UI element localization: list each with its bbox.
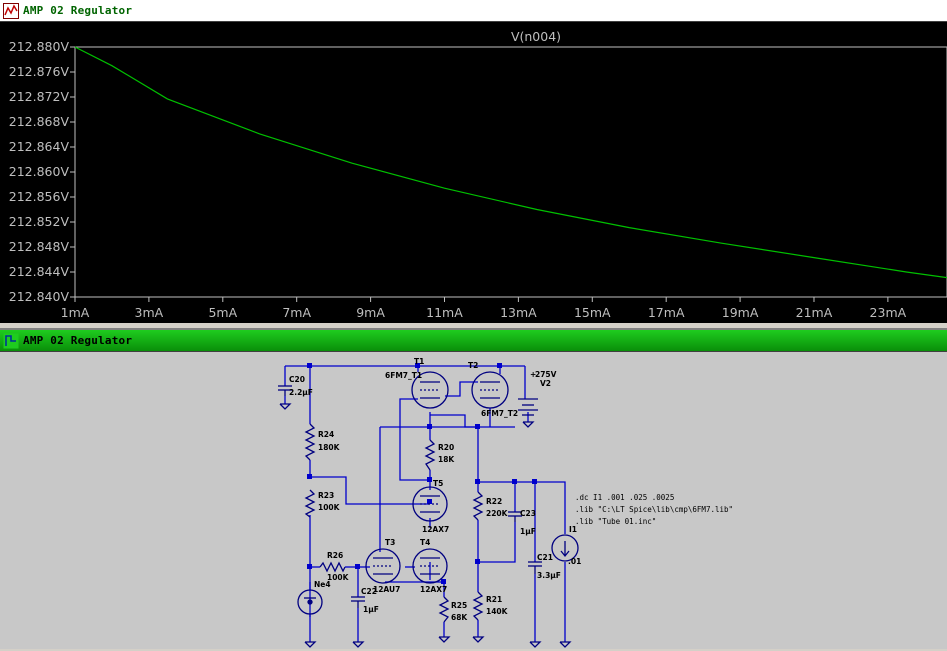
plot-area[interactable]: V(n004) 212.840V 212.844V 212.848V 212.852V… [0, 22, 947, 323]
r23-ref: R23 [318, 491, 334, 500]
resistor-r21[interactable] [472, 591, 484, 621]
wire-top-rail [284, 365, 566, 642]
t3-ref: T3 [385, 538, 395, 547]
schematic-canvas[interactable]: C20 2.2µF R24 180K R23 100K R26 100K Ne4 [0, 352, 947, 651]
x-tick-label: 3mA [135, 305, 164, 320]
voltage-source-v2[interactable] [518, 398, 538, 416]
capacitor-c23[interactable] [508, 511, 522, 522]
v2-plus: + [530, 370, 536, 379]
directive-lib-6fm7[interactable]: .lib "C:\LT Spice\lib\cmp\6FM7.lib" [575, 505, 733, 514]
tube-t1[interactable] [411, 371, 449, 409]
r25-ref: R25 [451, 601, 467, 610]
i1-ref: I1 [569, 525, 577, 534]
y-tick-label: 212.876V [9, 64, 70, 79]
c23-value: 1µF [520, 527, 536, 536]
r21-ref: R21 [486, 595, 502, 604]
y-tick-label: 212.868V [9, 114, 70, 129]
c21-ref: C21 [537, 553, 553, 562]
waveform-window-title: AMP 02 Regulator [23, 4, 133, 17]
y-tick-label: 212.848V [9, 239, 70, 254]
x-tick-label: 11mA [426, 305, 463, 320]
x-tick-label: 15mA [574, 305, 611, 320]
r22-ref: R22 [486, 497, 502, 506]
resistor-r22[interactable] [472, 491, 484, 521]
r25-value: 68K [451, 613, 468, 622]
x-tick-label: 7mA [282, 305, 311, 320]
schematic-window-title: AMP 02 Regulator [23, 334, 133, 347]
t4-value: 12AX7 [420, 585, 447, 594]
x-tick-label: 1mA [61, 305, 90, 320]
current-source-i1[interactable] [551, 534, 579, 562]
c20-ref: C20 [289, 375, 305, 384]
waveform-icon [3, 3, 19, 19]
r20-value: 18K [438, 455, 455, 464]
c22-ref: C22 [361, 587, 377, 596]
schematic-icon [3, 333, 19, 349]
i1-value: .01 [568, 557, 581, 566]
resistor-r23[interactable] [304, 489, 316, 518]
r24-value: 180K [318, 443, 341, 452]
waveform-titlebar[interactable]: AMP 02 Regulator [0, 0, 947, 22]
junctions [307, 363, 537, 584]
t5-value: 12AX7 [422, 525, 449, 534]
schematic-titlebar[interactable]: AMP 02 Regulator [0, 330, 947, 352]
r22-value: 220K [486, 509, 509, 518]
r21-value: 140K [486, 607, 509, 616]
ground-symbols [304, 421, 572, 648]
r23-value: 100K [318, 503, 341, 512]
y-tick-label: 212.860V [9, 164, 70, 179]
r26-ref: R26 [327, 551, 343, 560]
x-tick-label: 13mA [500, 305, 537, 320]
y-tick-label: 212.844V [9, 264, 70, 279]
resistor-r26[interactable] [319, 561, 346, 573]
c22-value: 1µF [363, 605, 379, 614]
waveform-window: AMP 02 Regulator V(n004) 212.840V 212.844… [0, 0, 947, 323]
tube-t2[interactable] [471, 371, 509, 409]
tube-t3[interactable] [365, 548, 401, 584]
resistor-r25[interactable] [438, 596, 450, 623]
capacitor-c22[interactable] [351, 596, 365, 608]
y-tick-label: 212.872V [9, 89, 70, 104]
x-tick-label: 19mA [722, 305, 759, 320]
x-tick-label: 9mA [356, 305, 385, 320]
trace-line-v-n004 [74, 46, 947, 279]
v2-ref: V2 [540, 379, 551, 388]
plot-trace-title[interactable]: V(n004) [511, 29, 561, 44]
ne4-ref: Ne4 [314, 580, 331, 589]
t2-value: 6FM7_T2 [481, 409, 518, 418]
capacitor-c20[interactable] [278, 385, 292, 410]
directive-lib-tube01[interactable]: .lib "Tube 01.inc" [575, 517, 656, 526]
x-tick-label: 5mA [208, 305, 237, 320]
plot-frame [74, 46, 947, 298]
r26-value: 100K [327, 573, 350, 582]
t4-ref: T4 [420, 538, 430, 547]
t5-ref: T5 [433, 479, 443, 488]
t1-value: 6FM7_T1 [385, 371, 422, 380]
y-tick-label: 212.880V [9, 39, 70, 54]
resistor-r24[interactable] [304, 423, 316, 461]
capacitor-c21[interactable] [528, 561, 542, 574]
y-tick-label: 212.864V [9, 139, 70, 154]
y-tick-label: 212.852V [9, 214, 70, 229]
r24-ref: R24 [318, 430, 334, 439]
schematic-window: AMP 02 Regulator [0, 328, 947, 649]
c23-ref: C23 [520, 509, 536, 518]
c20-value: 2.2µF [289, 388, 313, 397]
y-tick-label: 212.856V [9, 189, 70, 204]
neon-lamp-ne4[interactable] [297, 589, 323, 615]
resistor-r20[interactable] [424, 439, 436, 471]
x-tick-label: 23mA [870, 305, 907, 320]
t1-ref: T1 [414, 357, 424, 366]
t2-ref: T2 [468, 361, 478, 370]
x-tick-label: 21mA [796, 305, 833, 320]
x-tick-label: 17mA [648, 305, 685, 320]
v2-value: 275V [535, 370, 557, 379]
c21-value: 3.3µF [537, 571, 561, 580]
y-tick-label: 212.840V [9, 289, 70, 304]
tube-t5[interactable] [412, 486, 448, 522]
r20-ref: R20 [438, 443, 454, 452]
t3-value: 12AU7 [373, 585, 400, 594]
directive-dc-sweep[interactable]: .dc I1 .001 .025 .0025 [575, 493, 674, 502]
tube-t4[interactable] [412, 548, 448, 584]
